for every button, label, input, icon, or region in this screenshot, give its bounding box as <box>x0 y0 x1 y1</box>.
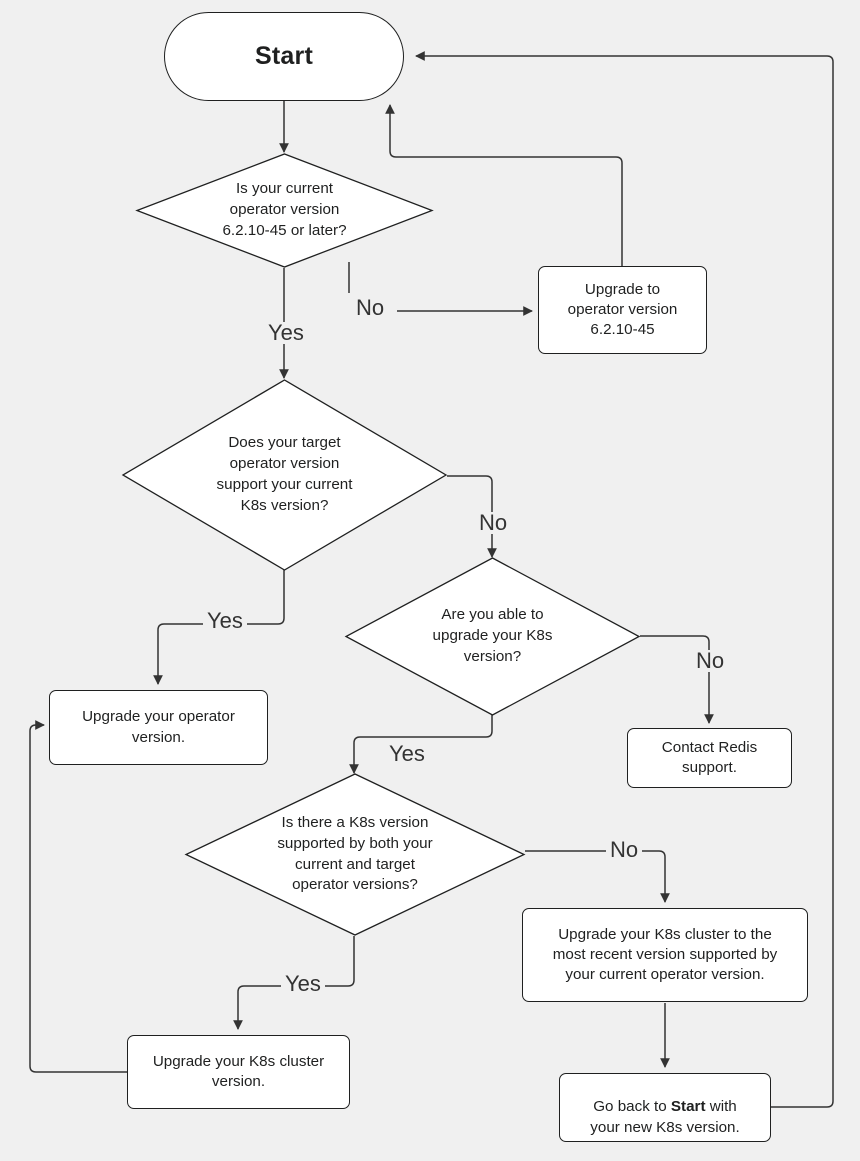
node-upgrade-k8s-cluster-version[interactable]: Upgrade your K8s cluster version. <box>127 1035 350 1109</box>
edge-k8scluster-to-operatorupgrade <box>29 720 127 1073</box>
node-decision-current-version[interactable]: Is your current operator version 6.2.10-… <box>135 153 434 268</box>
go-back-suffix: with your new K8s version. <box>590 1098 740 1136</box>
node-start-label: Start <box>255 41 313 70</box>
node-contact-redis-support-label: Contact Redis support. <box>661 738 758 776</box>
node-contact-redis-support[interactable]: Contact Redis support. <box>627 728 792 788</box>
node-upgrade-your-operator-version-label: Upgrade your operator version. <box>82 708 235 746</box>
edge-label-no-current-version: No <box>352 297 389 319</box>
edge-label-no-common-k8s: No <box>606 839 643 861</box>
node-decision-can-upgrade-k8s[interactable]: Are you able to upgrade your K8s version… <box>344 557 641 716</box>
edge-label-yes-can-upgrade-k8s: Yes <box>385 743 429 765</box>
node-upgrade-k8s-most-recent-label: Upgrade your K8s cluster to the most rec… <box>552 925 778 984</box>
node-decision-target-supports-k8s[interactable]: Does your target operator version suppor… <box>121 379 448 571</box>
edge-label-yes-common-k8s: Yes <box>281 973 325 995</box>
node-decision-common-k8s-version[interactable]: Is there a K8s version supported by both… <box>184 773 526 936</box>
edge-decision4-no <box>525 850 670 903</box>
go-back-bold-start: Start <box>670 1098 706 1116</box>
node-upgrade-k8s-most-recent[interactable]: Upgrade your K8s cluster to the most rec… <box>522 908 808 1002</box>
edge-label-yes-current-version: Yes <box>264 322 308 344</box>
node-go-back-to-start[interactable]: Go back to Start with your new K8s versi… <box>559 1073 771 1142</box>
edge-label-no-target-supports: No <box>475 512 512 534</box>
node-upgrade-k8s-cluster-version-label: Upgrade your K8s cluster version. <box>152 1052 325 1090</box>
node-upgrade-your-operator-version[interactable]: Upgrade your operator version. <box>49 690 268 765</box>
node-go-back-to-start-label: Go back to Start with your new K8s versi… <box>581 1077 748 1138</box>
node-upgrade-operator-6-2-10-45[interactable]: Upgrade to operator version 6.2.10-45 <box>538 266 707 354</box>
go-back-prefix: Go back to <box>593 1098 671 1116</box>
edge-label-yes-target-supports: Yes <box>203 610 247 632</box>
node-start[interactable]: Start <box>164 12 404 101</box>
edge-label-no-can-upgrade-k8s: No <box>692 650 729 672</box>
node-upgrade-operator-6-2-10-45-label: Upgrade to operator version 6.2.10-45 <box>567 280 678 339</box>
